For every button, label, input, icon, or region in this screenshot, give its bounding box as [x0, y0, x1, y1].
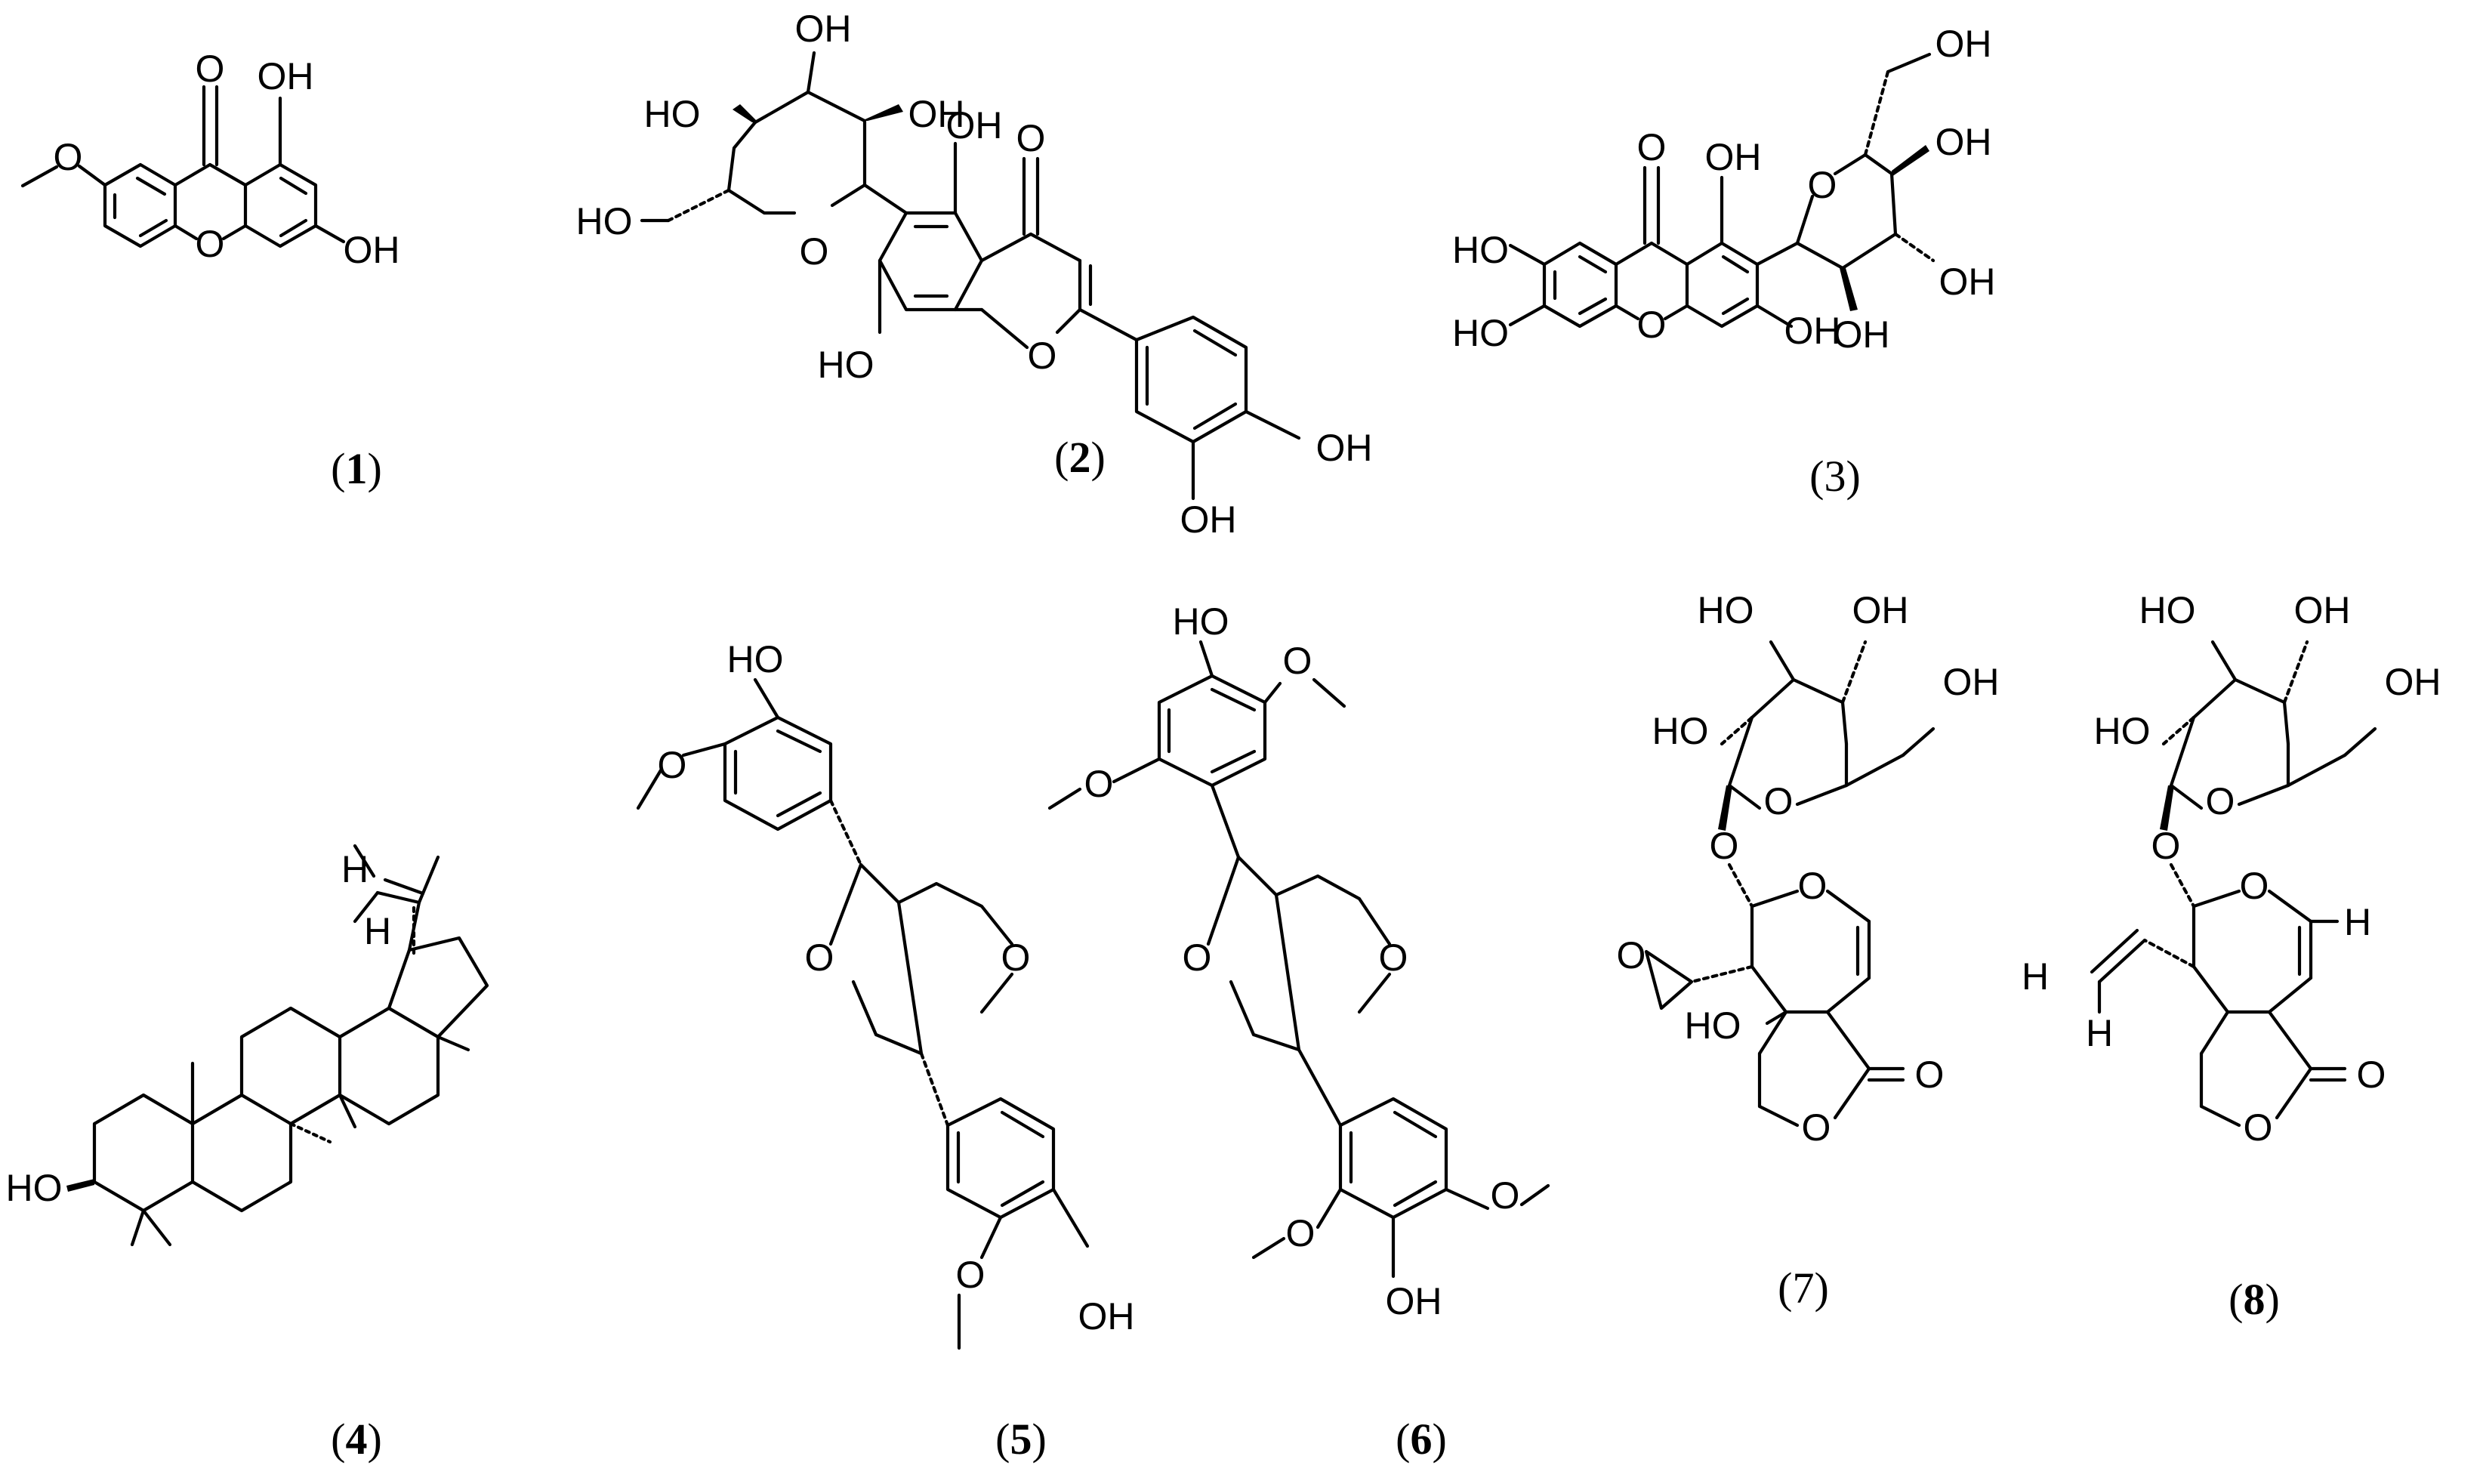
atom-label: HO — [2094, 710, 2151, 752]
compound-number: 3 — [1824, 452, 1846, 501]
atom-label: O — [1637, 304, 1667, 346]
compound-number: 6 — [1411, 1415, 1433, 1464]
atom-label: O — [1915, 1054, 1945, 1096]
atom-label: HO — [1173, 600, 1229, 643]
compound-5-structure: HO O O O O OH — [636, 638, 1135, 1350]
atom-label: HO — [2139, 589, 2196, 631]
atom-label: HO — [1652, 710, 1709, 752]
atom-label: OH — [1939, 261, 1996, 303]
atom-label: O — [1084, 763, 1114, 805]
atom-label: O — [196, 223, 225, 265]
atom-label: OH — [1936, 23, 1992, 65]
atom-label: HO — [727, 638, 784, 680]
atom-label: OH — [1834, 313, 1890, 356]
atom-label: O — [1808, 164, 1837, 206]
atom-label: HO — [644, 93, 701, 135]
compound-3-structure: O OH HO HO O OH O OH OH OH OH — [1452, 23, 1996, 356]
atom-label: H — [341, 848, 369, 890]
atom-label: O — [956, 1254, 985, 1296]
compound-8-structure: HO OH OH HO O O O H H H O O — [2022, 589, 2441, 1149]
atom-label: OH — [258, 55, 314, 97]
compound-number: 2 — [1069, 433, 1091, 482]
atom-label: O — [1016, 117, 1046, 159]
atom-label: OH — [908, 93, 965, 135]
atom-label: HO — [1685, 1004, 1741, 1047]
atom-label: OH — [1078, 1295, 1135, 1337]
atom-label: O — [1798, 865, 1828, 907]
atom-label: O — [2206, 780, 2235, 822]
atom-label: OH — [1316, 427, 1373, 469]
atom-label: H — [364, 910, 391, 952]
compound-2-structure: OH HO OH HO O OH O HO O OH OH — [576, 8, 1373, 541]
atom-label: OH — [344, 229, 400, 271]
compound-label-5: (5) — [995, 1415, 1047, 1464]
atom-label: O — [1286, 1212, 1316, 1254]
atom-label: O — [1710, 825, 1739, 867]
atom-label: O — [805, 936, 834, 979]
compound-number: 8 — [2244, 1275, 2266, 1324]
compound-7-structure: HO OH OH HO O O O O HO O O — [1617, 589, 2000, 1149]
atom-label: O — [1183, 936, 1212, 979]
atom-label: OH — [1936, 121, 1992, 163]
compound-6-structure: HO O O O O O O OH — [1047, 600, 1550, 1322]
atom-label: OH — [795, 8, 852, 50]
atom-label: OH — [1386, 1280, 1442, 1322]
atom-label: O — [1802, 1106, 1831, 1149]
atom-label: O — [1379, 936, 1408, 979]
atom-label: O — [2244, 1106, 2273, 1149]
atom-label: H — [2344, 901, 2371, 943]
compound-4-structure: HO H H — [6, 844, 489, 1247]
atom-label: O — [1283, 640, 1312, 682]
compound-number: 1 — [346, 444, 368, 493]
atom-label: OH — [1705, 136, 1762, 178]
atom-label: H — [2086, 1012, 2113, 1054]
atom-label: OH — [946, 104, 1003, 147]
atom-label: O — [1491, 1174, 1520, 1217]
atom-label: OH — [1180, 498, 1237, 541]
atom-label: O — [1028, 335, 1057, 377]
atom-label: HO — [1452, 229, 1509, 271]
atom-label: HO — [1698, 589, 1754, 631]
atom-label: OH — [1943, 661, 2000, 703]
atom-label: O — [2240, 865, 2269, 907]
atom-label: OH — [1852, 589, 1909, 631]
atom-label: O — [1001, 936, 1031, 979]
atom-label: HO — [6, 1167, 63, 1209]
atom-label: HO — [818, 344, 874, 386]
atom-label: O — [54, 136, 83, 178]
atom-label: O — [1617, 934, 1646, 976]
atom-label: HO — [1452, 312, 1509, 354]
atom-label: OH — [2294, 589, 2351, 631]
atom-label: O — [2151, 825, 2181, 867]
atom-label: O — [1637, 126, 1667, 168]
atom-label: OH — [1784, 310, 1841, 352]
compound-label-8: (8) — [2229, 1275, 2280, 1324]
atom-label: O — [658, 744, 687, 786]
atom-label: O — [800, 230, 829, 273]
atom-label: HO — [576, 200, 633, 242]
compound-label-3: (3) — [1809, 452, 1861, 501]
compound-number: 5 — [1010, 1415, 1032, 1464]
atom-label: O — [2357, 1054, 2386, 1096]
compound-label-1: (1) — [331, 444, 382, 493]
atom-label: O — [196, 48, 225, 90]
compound-number: 7 — [1793, 1263, 1815, 1313]
compound-label-6: (6) — [1396, 1415, 1447, 1464]
atom-label: H — [2022, 955, 2049, 998]
compound-number: 4 — [346, 1415, 368, 1464]
atom-label: O — [1764, 780, 1794, 822]
atom-label: OH — [2385, 661, 2441, 703]
compound-label-4: (4) — [331, 1415, 382, 1464]
compound-1-structure: O OH OH O O — [20, 48, 400, 271]
compound-label-2: (2) — [1054, 433, 1106, 482]
compound-label-7: (7) — [1778, 1263, 1829, 1313]
